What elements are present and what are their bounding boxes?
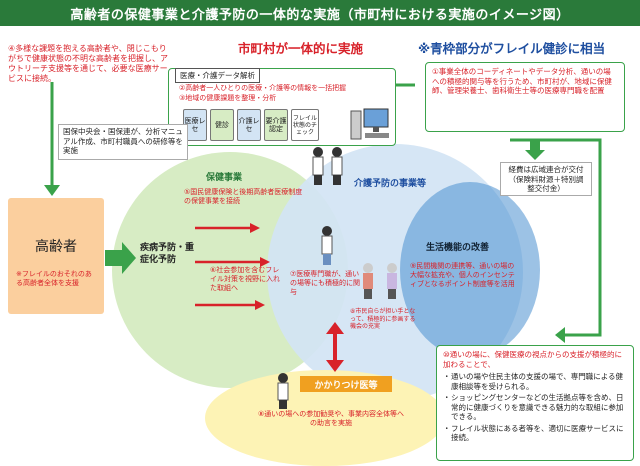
data-analysis-header: 医療・介護データ解析	[175, 68, 260, 83]
support-box: 国保中央会・国保連が、分析マニュアル作成、市町村職員への研修等を実施	[58, 124, 188, 160]
care-label: 介護予防の事業等	[354, 179, 427, 189]
seniors-icon	[363, 263, 397, 299]
card-checkup: 健診	[210, 109, 234, 141]
note-4: ④多様な課題を抱える高齢者や、閉じこもりがちで健康状態の不明な高齢者を把握し、ア…	[8, 44, 168, 83]
funding-arrow	[525, 140, 545, 160]
data-analysis-box: 医療・介護データ解析 ②高齢者一人ひとりの医療・介護等の情報を一括把握 ③地域の…	[168, 68, 396, 146]
health-label: 保健事業	[206, 173, 243, 183]
data-cards: 医療レセ 健診 介護レセ 要介護認定 フレイル状態のチェック	[183, 109, 319, 141]
frail-header: ※青枠部分がフレイル健診に相当	[418, 41, 606, 56]
elderly-note: ※フレイルのおそれのある高齢者全体を支援	[16, 270, 92, 287]
green-arrow-elderly-health	[105, 242, 136, 274]
bottom-item-10: ⑩通いの場に、保健医療の視点からの支援が積極的に加わることで、	[443, 350, 622, 369]
doctor-circle	[205, 370, 445, 466]
computer-icon	[350, 108, 389, 140]
funding-box: 経費は広域連合が交付（保険料財源＋特別調整交付金）	[500, 162, 592, 196]
professional-icon	[321, 226, 333, 265]
elderly-box: 高齢者 ※フレイルのおそれのある高齢者全体を支援	[8, 198, 104, 314]
care-item-8-small: ⑧市民自らが担い手となって、積極的に参画する機会の充実	[350, 308, 416, 330]
bottom-box: ⑩通いの場に、保健医療の視点からの支援が積極的に加わることで、 ・ 通いの場や住…	[436, 345, 634, 461]
life-circle	[400, 182, 540, 358]
page-title: 高齢者の保健事業と介護予防の一体的な実施（市町村における実施のイメージ図）	[0, 0, 640, 26]
card-frail-check: フレイル状態のチェック	[291, 109, 319, 141]
bottom-bullet-1: ・ 通いの場や住民主体の支援の場で、専門職による健康相談等を受けられる。	[443, 372, 623, 391]
municipal-header: 市町村が一体的に実施	[238, 41, 364, 56]
card-care-receipt: 介護レセ	[237, 109, 261, 141]
staff-icon	[312, 147, 343, 185]
note-1-box: ①事業全体のコーディネートやデータ分析、通いの場への積極的関与等を行うため、市町…	[425, 62, 625, 132]
green-connector-bottom	[510, 138, 602, 337]
health-item-5: ⑤国民健康保険と後期高齢者医療制度の保健事業を接続	[184, 188, 303, 205]
disease-prevention: 疾病予防・重症化予防	[140, 243, 195, 265]
data-item-2: ②高齢者一人ひとりの医療・介護等の情報を一括把握	[179, 84, 347, 92]
care-item-9: ⑨民間機関の連携等、通いの場の大幅な拡充や、個人のインセンティブとなるポイント制…	[410, 262, 515, 288]
green-arrowhead-elderly	[44, 185, 60, 196]
green-arrowhead-bottom	[555, 327, 565, 343]
doctor-icon	[277, 373, 289, 409]
health-item-6: ⑥社会参加を含むフレイル対策を視野に入れた取組へ	[210, 266, 280, 292]
bottom-bullet-3: ・ フレイル状態にある者等を、適切に医療サービスに接続。	[443, 423, 624, 443]
doctor-item-8: ⑧通いの場への参加勧奨や、事業内容全体等への助言を実施	[257, 410, 405, 427]
elderly-label: 高齢者	[35, 239, 77, 255]
card-care-certification: 要介護認定	[264, 109, 288, 141]
care-item-7: ⑦医療専門職が、通いの場等にも積極的に関与	[290, 270, 360, 296]
life-function-label: 生活機能の改善	[426, 243, 490, 253]
data-item-3: ③地域の健康課題を整理・分析	[179, 94, 277, 102]
doctor-label: かかりつけ医等	[300, 376, 392, 392]
bottom-bullet-2: ・ ショッピングセンターなどの生活拠点等を含め、日常的に健康づくりを意識できる魅…	[443, 393, 624, 421]
